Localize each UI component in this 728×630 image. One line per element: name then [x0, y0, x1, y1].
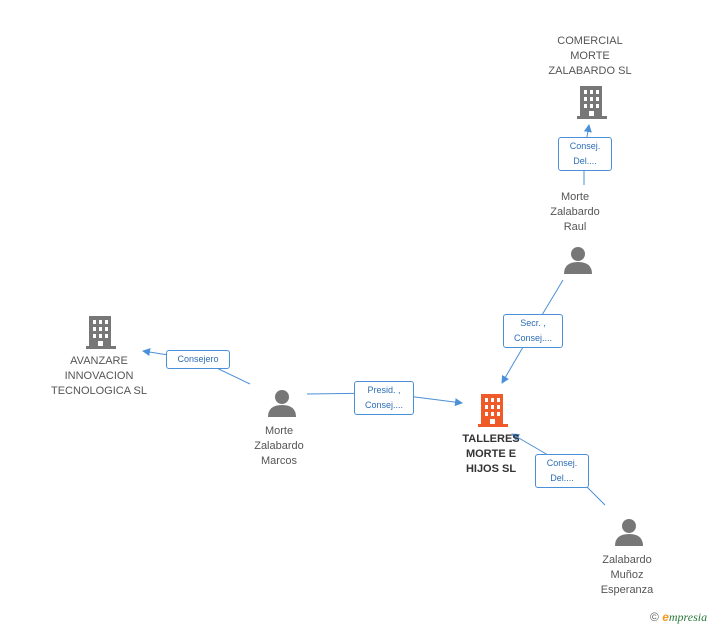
brand-initial: e: [662, 610, 669, 624]
edge-label-raul-comercial[interactable]: Consej. Del....: [558, 137, 612, 171]
label-line: COMERCIAL: [557, 35, 623, 47]
building-icon[interactable]: [85, 314, 117, 350]
label-line: Esperanza: [600, 584, 654, 596]
empresia-logo: © empresia: [650, 610, 707, 625]
label-line: TALLERES: [462, 433, 520, 445]
edge-label-line: Consejero: [177, 354, 219, 364]
edge-label-marcos-talleres[interactable]: Presid. , Consej....: [354, 381, 414, 415]
label-line: MORTE: [570, 50, 610, 62]
label-line: Raul: [563, 221, 587, 233]
edge-label-line: Consej....: [513, 333, 553, 343]
building-icon[interactable]: [576, 84, 608, 120]
edge-label-line: Consej.: [546, 458, 578, 468]
copyright-symbol: ©: [650, 610, 659, 624]
label-line: Morte: [560, 191, 590, 203]
node-label-avanzare: AVANZARE INNOVACION TECNOLOGICA SL: [39, 354, 159, 399]
label-line: ZALABARDO SL: [548, 65, 632, 77]
edge-label-line: Del....: [573, 156, 597, 166]
label-line: TECNOLOGICA SL: [51, 385, 147, 397]
label-line: Zalabardo: [602, 554, 652, 566]
label-line: HIJOS SL: [465, 463, 517, 475]
edge-label-marcos-avanzare[interactable]: Consejero: [166, 350, 230, 369]
label-line: AVANZARE: [70, 355, 128, 367]
label-line: Morte: [264, 425, 294, 437]
label-line: MORTE E: [465, 448, 517, 460]
node-label-marcos: Morte Zalabardo Marcos: [229, 424, 329, 469]
person-icon[interactable]: [562, 244, 594, 276]
edge-label-line: Consej.: [569, 141, 601, 151]
brand-name: mpresia: [668, 610, 708, 624]
node-label-esperanza: Zalabardo Muñoz Esperanza: [577, 553, 677, 598]
edge-label-line: Secr. ,: [520, 318, 546, 328]
label-line: Muñoz: [610, 569, 644, 581]
edge-label-esperanza-talleres[interactable]: Consej. Del....: [535, 454, 589, 488]
node-label-talleres: TALLERES MORTE E HIJOS SL: [441, 432, 541, 477]
edge-label-line: Del....: [550, 473, 574, 483]
node-label-comercial: COMERCIAL MORTE ZALABARDO SL: [530, 34, 650, 79]
label-line: Zalabardo: [550, 206, 600, 218]
edge-label-line: Consej....: [364, 400, 404, 410]
building-icon[interactable]: [477, 392, 509, 428]
person-icon[interactable]: [613, 516, 645, 548]
edge-label-line: Presid. ,: [367, 385, 401, 395]
person-icon[interactable]: [266, 387, 298, 419]
edge-label-raul-talleres[interactable]: Secr. , Consej....: [503, 314, 563, 348]
label-line: Marcos: [260, 455, 298, 467]
label-line: Zalabardo: [254, 440, 304, 452]
label-line: INNOVACION: [64, 370, 134, 382]
node-label-raul: Morte Zalabardo Raul: [525, 190, 625, 235]
